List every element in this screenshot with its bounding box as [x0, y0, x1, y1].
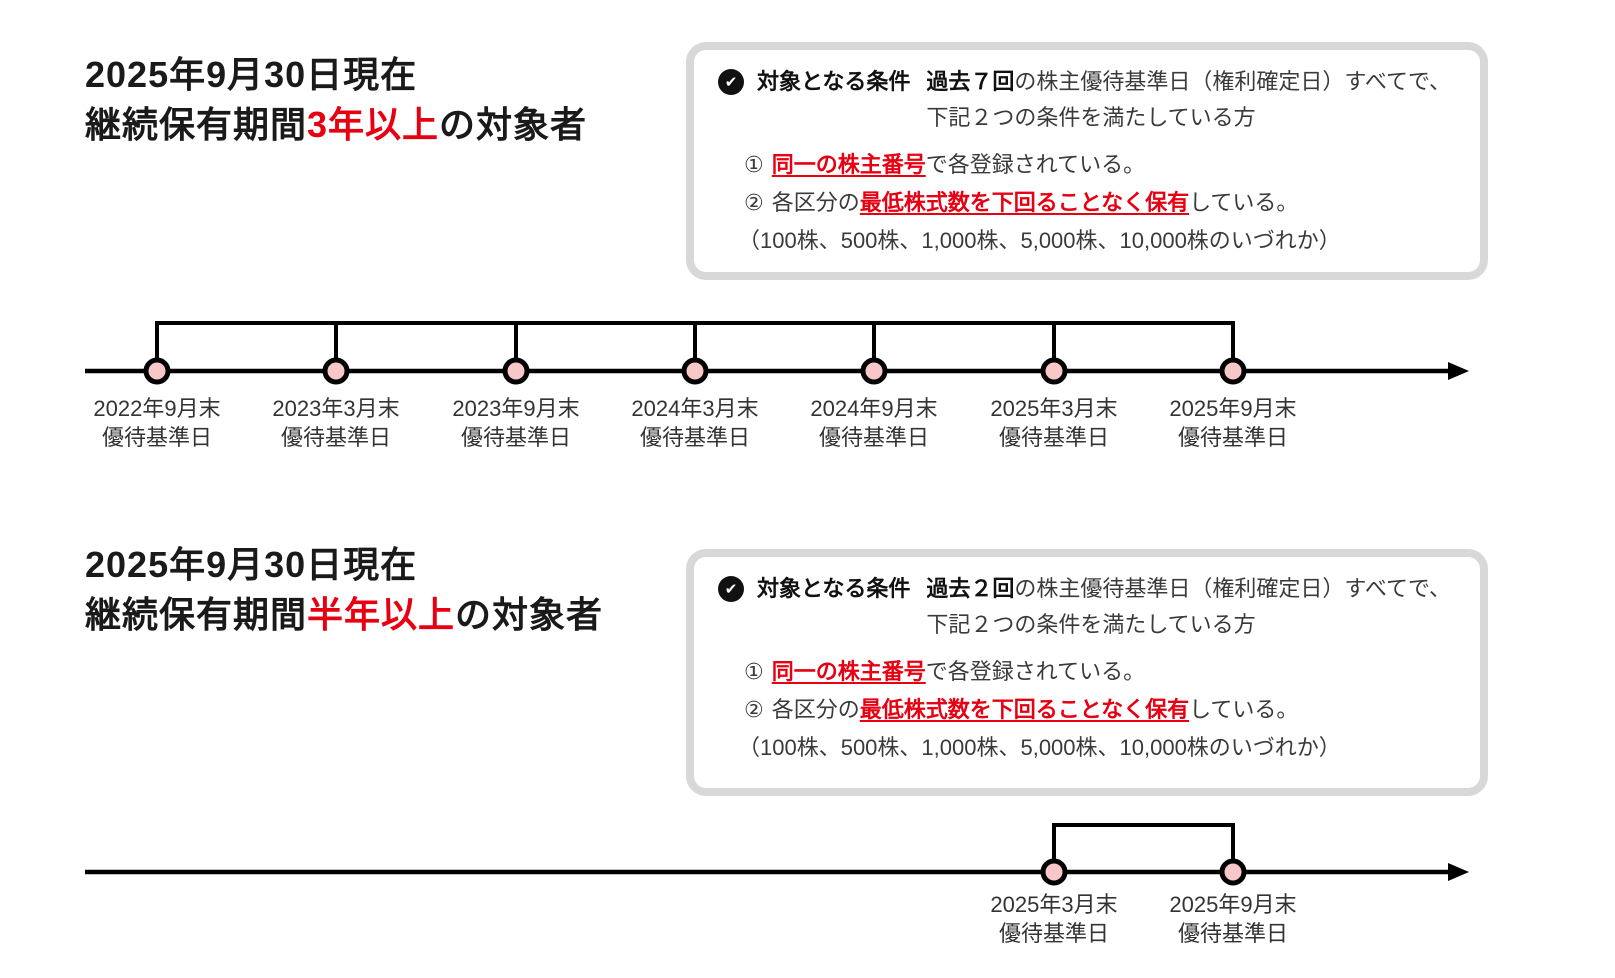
- arrowhead-icon: [1448, 362, 1469, 380]
- timeline-point-label: 2025年3月末優待基準日: [990, 892, 1118, 946]
- condition-intro: 過去７回の株主優待基準日（権利確定日）すべてで、 下記２つの条件を満たしている方: [926, 69, 1452, 130]
- condition-intro: 過去２回の株主優待基準日（権利確定日）すべてで、 下記２つの条件を満たしている方: [926, 576, 1452, 637]
- section2-heading: 2025年9月30日現在 継続保有期間半年以上の対象者: [85, 540, 603, 640]
- bracket-connector: [1052, 823, 1235, 872]
- condition-box-title: 対象となる条件: [757, 576, 911, 601]
- condition-note: （100株、500株、1,000株、5,000株、10,000株のいづれか）: [738, 735, 1341, 760]
- timeline-point-label: 2024年3月末優待基準日: [631, 396, 759, 450]
- timeline-dot: [502, 357, 530, 385]
- timeline-point-label: 2023年3月末優待基準日: [272, 396, 400, 450]
- bracket-connector: [155, 321, 1235, 371]
- holding-period-highlight: 3年以上: [307, 104, 440, 145]
- section1-heading-line1: 2025年9月30日現在: [85, 54, 418, 95]
- holding-period-highlight: 半年以上: [307, 594, 456, 635]
- timeline-point-label: 2025年9月末優待基準日: [1169, 396, 1297, 450]
- timeline-dot: [860, 357, 888, 385]
- timeline-dot: [1219, 357, 1247, 385]
- timeline-dot: [1040, 858, 1068, 886]
- timeline-point-label: 2025年9月末優待基準日: [1169, 892, 1297, 946]
- section2-condition-box: ✔ 対象となる条件 過去２回の株主優待基準日（権利確定日）すべてで、 下記２つの…: [686, 549, 1488, 796]
- condition-note: （100株、500株、1,000株、5,000株、10,000株のいづれか）: [738, 228, 1341, 253]
- timeline-point-label: 2025年3月末優待基準日: [990, 396, 1118, 450]
- condition-box-header: ✔ 対象となる条件 過去２回の株主優待基準日（権利確定日）すべてで、 下記２つの…: [718, 571, 1456, 643]
- section1-condition-box: ✔ 対象となる条件 過去７回の株主優待基準日（権利確定日）すべてで、 下記２つの…: [686, 42, 1488, 280]
- section2-heading-line1: 2025年9月30日現在: [85, 544, 418, 585]
- condition-box-title: 対象となる条件: [757, 69, 911, 94]
- check-circle-icon: ✔: [718, 576, 744, 602]
- timeline-point-label: 2024年9月末優待基準日: [810, 396, 938, 450]
- timeline-dot: [322, 357, 350, 385]
- timeline-point-label: 2022年9月末優待基準日: [93, 396, 221, 450]
- check-circle-icon: ✔: [718, 69, 744, 95]
- timeline-dot: [143, 357, 171, 385]
- timeline-2-periods: [85, 823, 1469, 886]
- timeline-7-periods: [85, 321, 1469, 385]
- timeline-dot: [681, 357, 709, 385]
- timeline-dot: [1040, 357, 1068, 385]
- timeline-point-label: 2023年9月末優待基準日: [452, 396, 580, 450]
- timeline-dot: [1219, 858, 1247, 886]
- arrowhead-icon: [1448, 863, 1469, 881]
- section2-heading-line2: 継続保有期間半年以上の対象者: [85, 594, 604, 635]
- section1-heading-line2: 継続保有期間3年以上の対象者: [85, 104, 588, 145]
- condition-box-header: ✔ 対象となる条件 過去７回の株主優待基準日（権利確定日）すべてで、 下記２つの…: [718, 64, 1456, 136]
- section1-heading: 2025年9月30日現在 継続保有期間3年以上の対象者: [85, 50, 587, 150]
